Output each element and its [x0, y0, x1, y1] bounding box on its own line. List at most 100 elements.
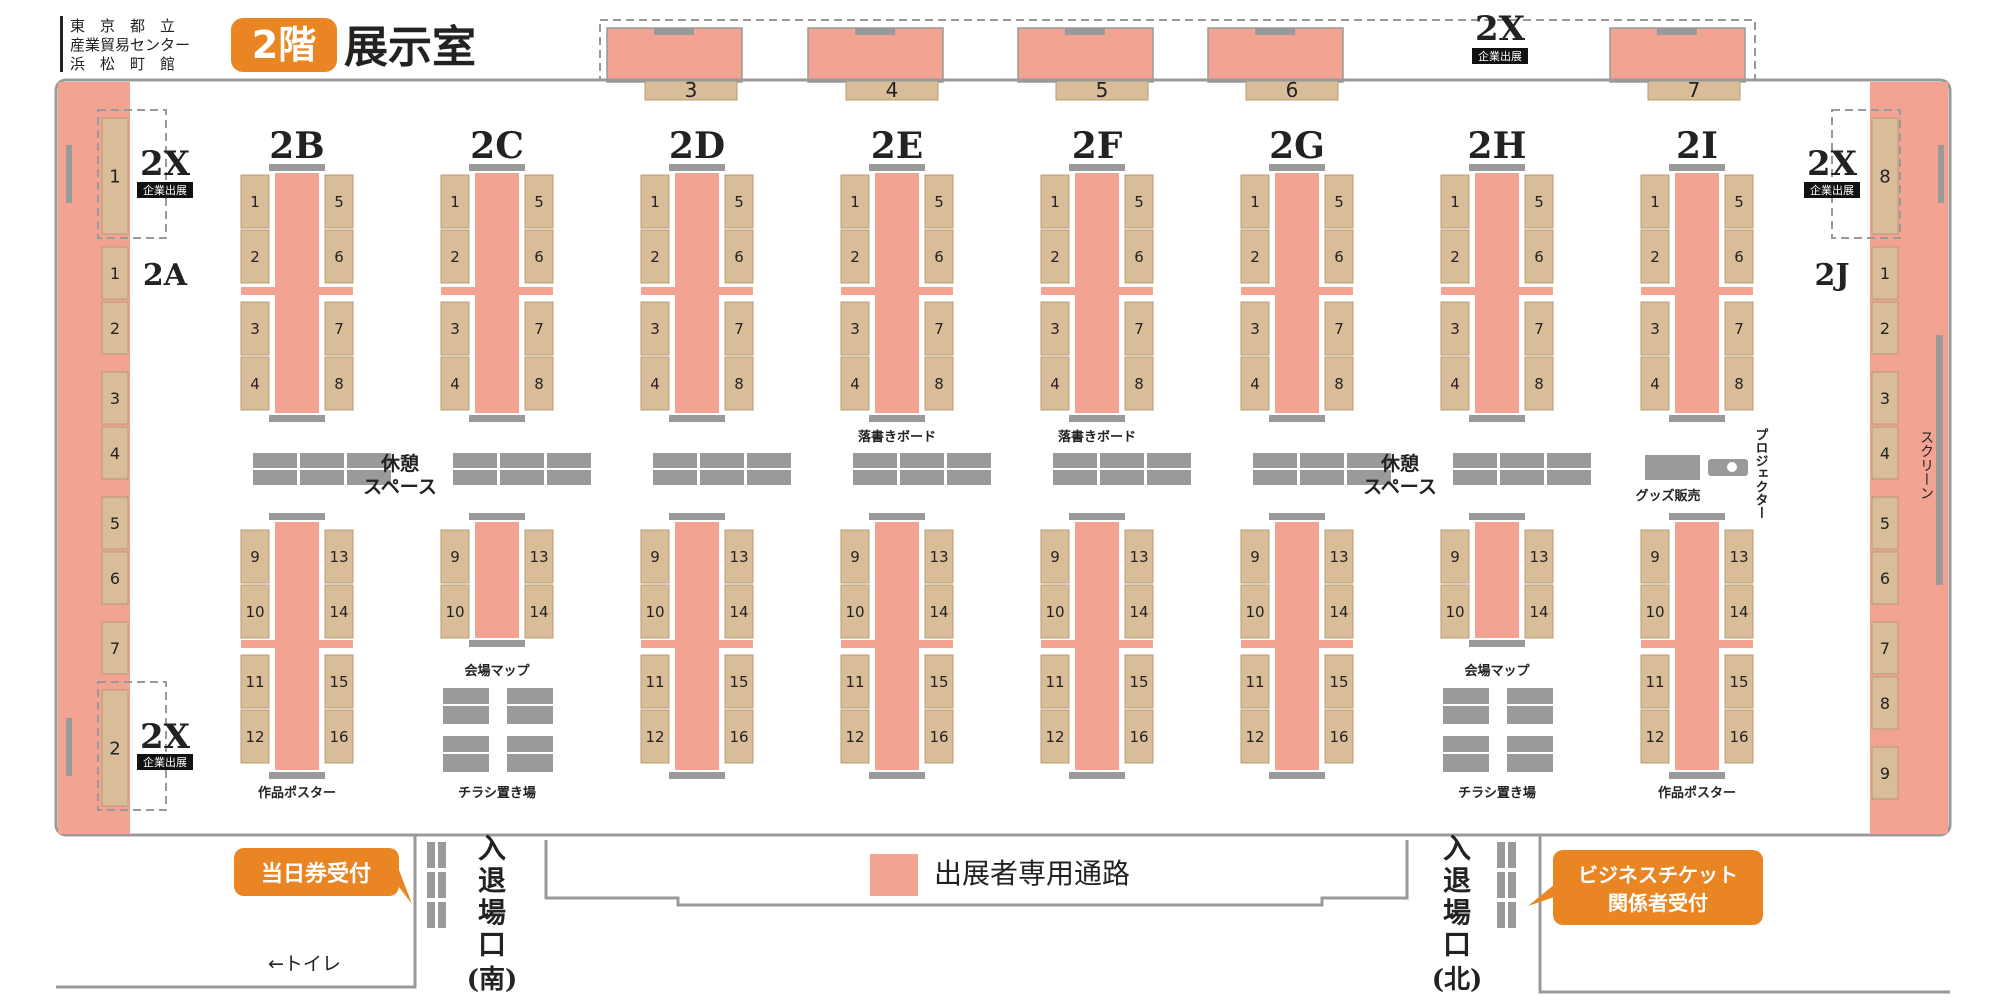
- island-2b-booth-12: [240, 709, 270, 764]
- island-2h-booth-7-label: 7: [1534, 320, 1544, 338]
- island-2b-booth-9: [240, 529, 270, 584]
- island-2f-name: 2F: [1072, 125, 1123, 167]
- entrance-north-char-4: 口: [1443, 928, 1471, 961]
- right-booth-1: [1871, 246, 1899, 300]
- left-main-label: 2A: [143, 258, 188, 293]
- left-booth-1: [101, 246, 129, 300]
- island-2h-booth-6-label: 6: [1534, 248, 1544, 266]
- island-2g-bottom-wall: [1269, 513, 1325, 520]
- island-2e-booth-5: [924, 174, 954, 229]
- right-booth-7: [1871, 621, 1899, 675]
- island-2h-booth-1-label: 1: [1450, 193, 1460, 211]
- island-2d-booth-9-label: 9: [650, 548, 660, 566]
- left-booth-7-label: 7: [110, 639, 120, 658]
- entrance-north-char-3: 場: [1443, 896, 1471, 929]
- island-2h-top-wall-bottom: [1469, 415, 1525, 422]
- island-2i-booth-3-label: 3: [1650, 320, 1660, 338]
- entrance-north: 入 退 場 口 (北): [1432, 832, 1483, 995]
- island-2i-booth-6-label: 6: [1734, 248, 1744, 266]
- graffiti-board-label-2f: 落書きボード: [1058, 429, 1136, 445]
- island-2c-booth-1-label: 1: [450, 193, 460, 211]
- island-2d-booth-13-label: 13: [729, 548, 748, 566]
- island-2h-booth-3-label: 3: [1450, 320, 1460, 338]
- top-booth-4-aisle: [807, 27, 944, 83]
- right-booth-6: [1871, 551, 1899, 605]
- island-2g-booth-8: [1324, 356, 1354, 411]
- island-2c-booth-4: [440, 356, 470, 411]
- island-2f-booth-15-label: 15: [1129, 673, 1148, 691]
- island-2e-booth-1: [840, 174, 870, 229]
- island-2g-booth-4: [1240, 356, 1270, 411]
- island-2f-booth-5-label: 5: [1134, 193, 1144, 211]
- island-2d-booth-11: [640, 654, 670, 709]
- island-2d-bottom-wall: [669, 513, 725, 520]
- island-2e-booth-16-label: 16: [929, 728, 948, 746]
- island-2d-booth-2-label: 2: [650, 248, 660, 266]
- goods-table: [1645, 455, 1700, 480]
- island-2g-booth-1: [1240, 174, 1270, 229]
- flyer-left-table-gap-2: [507, 704, 553, 706]
- island-2g-bottom-crossbar: [1241, 640, 1353, 648]
- right-booth-3: [1871, 371, 1899, 425]
- island-2f-booth-15: [1124, 654, 1154, 709]
- rest-right-2-table-gap: [1453, 468, 1592, 470]
- island-2i-booth-8-label: 8: [1734, 375, 1744, 393]
- island-2e-booth-9-label: 9: [850, 548, 860, 566]
- island-2g-booth-2-label: 2: [1250, 248, 1260, 266]
- island-2f-booth-16: [1124, 709, 1154, 764]
- rest-space-label-left-2: スペース: [363, 476, 437, 498]
- island-2d-booth-15-label: 15: [729, 673, 748, 691]
- south-lobby-wall: [56, 835, 417, 989]
- left-booth-6-label: 6: [110, 569, 120, 588]
- island-2e-booth-3: [840, 301, 870, 356]
- right-booth-4: [1871, 426, 1899, 480]
- right-booth-1-label: 1: [1880, 264, 1890, 283]
- island-2b-booth-13-label: 13: [329, 548, 348, 566]
- floor-badge-text: 2階: [252, 23, 316, 67]
- island-2h-booth-4-label: 4: [1450, 375, 1460, 393]
- island-2g-booth-11: [1240, 654, 1270, 709]
- entrance-doors: [427, 842, 1516, 928]
- island-2e-booth-11: [840, 654, 870, 709]
- island-2g-booth-12-label: 12: [1245, 728, 1264, 746]
- island-2h-booth-9: [1440, 529, 1470, 584]
- island-2i-bottom-wall-end: [1669, 772, 1725, 779]
- island-2e-booth-1-label: 1: [850, 193, 860, 211]
- island-2g-booth-10: [1240, 584, 1270, 639]
- island-2c-booth-13: [524, 529, 554, 584]
- island-2d-booth-14-label: 14: [729, 603, 748, 621]
- rest-2e-table-gap: [853, 468, 992, 470]
- island-2h-top-crossbar: [1441, 287, 1553, 295]
- island-2g-booth-11-label: 11: [1245, 673, 1264, 691]
- island-2f-booth-4: [1040, 356, 1070, 411]
- entrance-south-char-2: 退: [478, 864, 506, 897]
- island-2f-booth-10-label: 10: [1045, 603, 1064, 621]
- left-2x-top-tag-bg: [137, 182, 193, 198]
- rest-space-label-right-1: 休憩: [1380, 452, 1419, 475]
- island-2f-booth-4-label: 4: [1050, 375, 1060, 393]
- island-2g-booth-14-label: 14: [1329, 603, 1348, 621]
- island-2f-booth-2: [1040, 229, 1070, 284]
- right-booth-3-label: 3: [1880, 389, 1890, 408]
- entrance-south-char-5: (南): [467, 965, 518, 995]
- island-2d-booth-12-label: 12: [645, 728, 664, 746]
- island-2d-top-wall-bottom: [669, 415, 725, 422]
- left-booth-3-label: 3: [110, 389, 120, 408]
- door-south-right-2: [438, 872, 446, 898]
- top-booth-3-wall: [654, 28, 694, 35]
- island-2f-booth-12-label: 12: [1045, 728, 1064, 746]
- island-2e-booth-3-label: 3: [850, 320, 860, 338]
- island-2i-booth-7-label: 7: [1734, 320, 1744, 338]
- island-2e-booth-11-label: 11: [845, 673, 864, 691]
- island-2b-name: 2B: [269, 125, 324, 167]
- left-2x-top-zone: [97, 109, 167, 239]
- island-2d-booth-10: [640, 584, 670, 639]
- island-2e-booth-8-label: 8: [934, 375, 944, 393]
- poster-label-2i: 作品ポスター: [1658, 785, 1736, 801]
- island-2d-top-wall: [669, 164, 725, 171]
- island-2e-booth-12: [840, 709, 870, 764]
- island-2b-booth-16-label: 16: [329, 728, 348, 746]
- right-booth-9-label: 9: [1880, 764, 1890, 783]
- entrance-south-char-3: 場: [478, 896, 506, 929]
- left-2x-bottom-tag: 企業出展: [143, 755, 187, 769]
